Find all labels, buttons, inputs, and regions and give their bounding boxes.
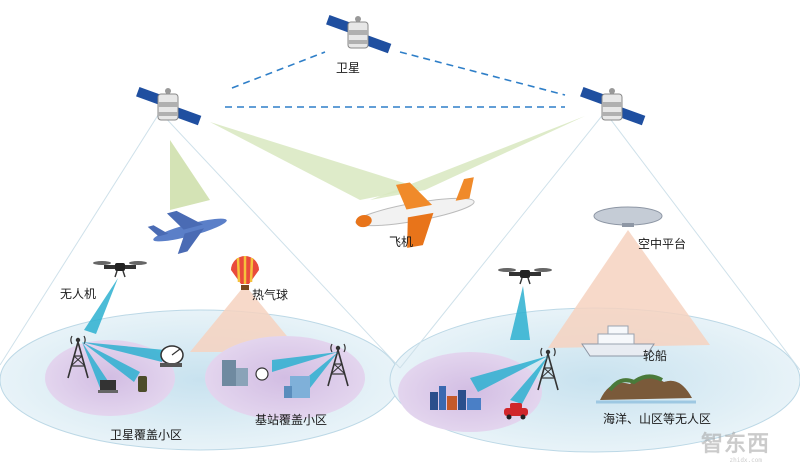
drone-icon-left bbox=[92, 260, 148, 278]
car-icon bbox=[504, 403, 528, 420]
drone-beam-right bbox=[510, 286, 530, 340]
satellite-dish-icon bbox=[160, 345, 184, 367]
drone-beam-left bbox=[84, 278, 118, 334]
balloon-beam-cone bbox=[190, 285, 300, 352]
drone-label: 无人机 bbox=[60, 287, 97, 301]
airplane-icon-large bbox=[355, 177, 475, 248]
office-building-icon bbox=[284, 376, 310, 398]
watermark-url: zhidx.com bbox=[729, 457, 762, 464]
bs-beam-2 bbox=[304, 352, 338, 388]
hot-air-balloon-icon bbox=[231, 256, 259, 290]
airplane-label: 飞机 bbox=[389, 235, 414, 249]
sat-beam-to-plane-left bbox=[210, 122, 420, 200]
remote-area-label: 海洋、山区等无人区 bbox=[603, 412, 712, 426]
buildings-icon bbox=[222, 360, 269, 386]
drone-icon-right bbox=[497, 267, 553, 285]
bs-beam-1 bbox=[272, 352, 338, 372]
air-platform-label: 空中平台 bbox=[638, 237, 687, 251]
balloon-label: 热气球 bbox=[252, 288, 289, 302]
satellite-icon-left bbox=[135, 86, 202, 126]
remote-beam-2 bbox=[510, 356, 548, 404]
sat-beam-to-plane-right bbox=[370, 116, 585, 200]
sat-beam-left-down bbox=[170, 140, 210, 210]
tower-beam-1 bbox=[82, 342, 165, 362]
satellite-icon-right bbox=[579, 86, 646, 126]
laptop-icon bbox=[98, 380, 118, 393]
tower-beam-2 bbox=[82, 342, 110, 388]
satellite-cell-label: 卫星覆盖小区 bbox=[110, 428, 183, 442]
ship-icon bbox=[581, 325, 655, 357]
island-icon bbox=[596, 374, 696, 404]
isl-link-top-left bbox=[231, 51, 326, 89]
platform-beam-cone bbox=[548, 230, 710, 348]
base-station-cell bbox=[205, 336, 365, 420]
air-platform-icon bbox=[593, 206, 663, 227]
city-skyline-icon bbox=[430, 386, 481, 410]
tower-beam-3 bbox=[82, 342, 140, 382]
phone-icon bbox=[138, 376, 147, 392]
watermark-logo: 智东西 bbox=[700, 432, 770, 457]
base-station-cell-label: 基站覆盖小区 bbox=[255, 413, 328, 427]
isl-link-top-right bbox=[399, 51, 566, 96]
satellite-icon-top bbox=[325, 14, 392, 54]
airplane-icon-small bbox=[147, 210, 227, 254]
satellite-label: 卫星 bbox=[336, 61, 361, 75]
ship-label: 轮船 bbox=[643, 349, 668, 363]
remote-beam-1 bbox=[470, 356, 548, 392]
